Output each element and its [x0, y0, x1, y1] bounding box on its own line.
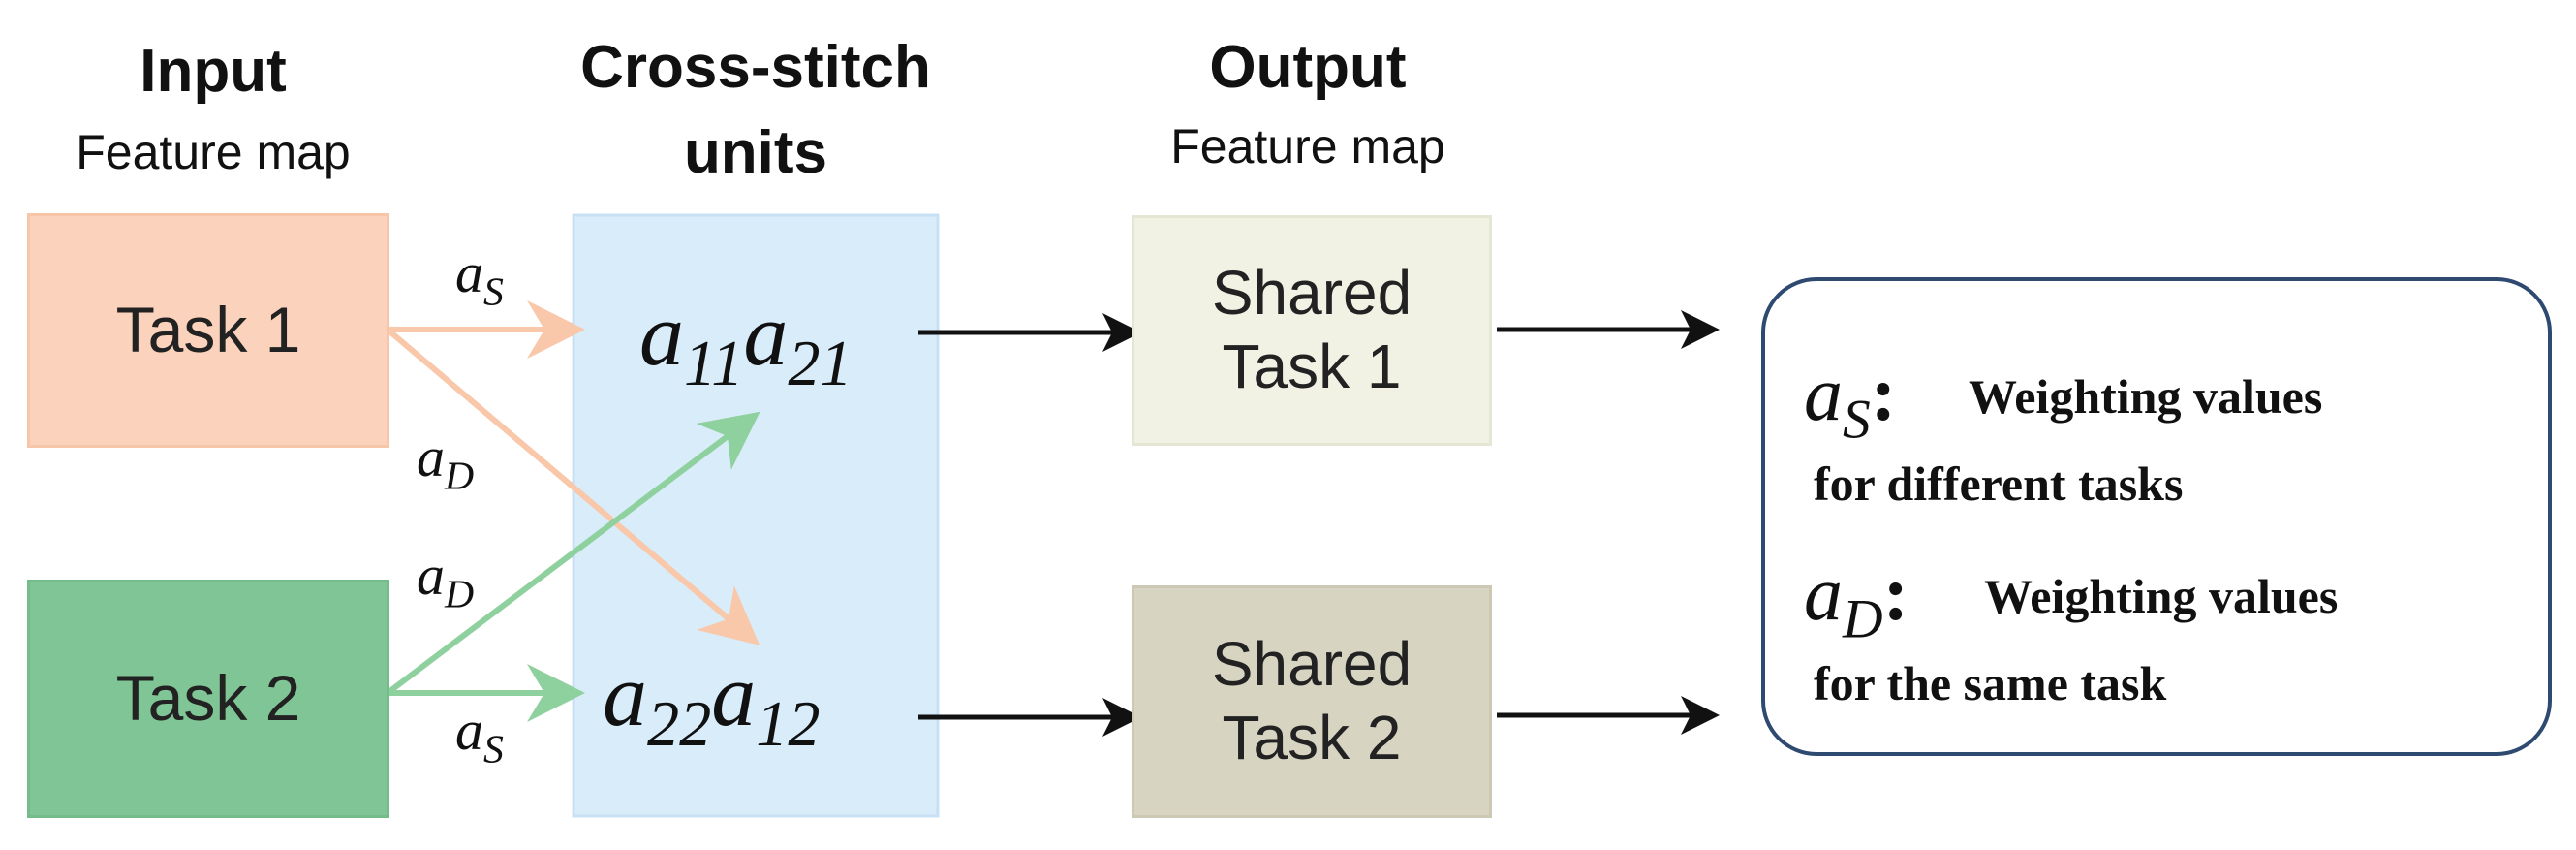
output-subtitle: Feature map	[1170, 119, 1445, 173]
task2-box: Task 2	[27, 580, 389, 818]
shared-task1-box: Shared Task 1	[1132, 215, 1492, 446]
input-title: Input	[140, 38, 287, 105]
arrow-task2-to-a21	[386, 411, 760, 696]
shared-task1-line1: Shared	[1211, 258, 1412, 329]
cross-stitch-title-line1: Cross-stitch	[580, 34, 931, 101]
cross-stitch-title-line2: units	[683, 119, 828, 186]
task1-box: Task 1	[27, 213, 389, 448]
label-ad-top: aD	[417, 425, 475, 499]
arrow-task1-to-a22	[386, 327, 760, 645]
label-ad-bottom: aD	[417, 544, 475, 617]
cross-stitch-box	[572, 213, 940, 818]
legend-as-text-line1: Weighting values	[1969, 369, 2323, 424]
legend-box	[1761, 277, 2552, 756]
shared-task2-line2: Task 2	[1222, 703, 1402, 772]
task2-label: Task 2	[115, 662, 301, 735]
task1-label: Task 1	[115, 294, 301, 366]
output-title: Output	[1209, 34, 1407, 101]
legend-ad-text-line1: Weighting values	[1984, 569, 2339, 623]
label-as-top: aS	[455, 241, 504, 315]
cross-bottom-entries: a22a12	[603, 645, 821, 761]
input-subtitle: Feature map	[76, 125, 351, 179]
shared-task2-box: Shared Task 2	[1132, 585, 1492, 818]
legend-as-symbol: aS:	[1804, 352, 1897, 451]
legend-ad-text-line2: for the same task	[1814, 656, 2167, 710]
shared-task2-line1: Shared	[1211, 629, 1412, 700]
legend-ad-symbol: aD:	[1804, 551, 1909, 650]
label-as-bottom: aS	[455, 699, 504, 772]
legend-as-text-line2: for different tasks	[1814, 456, 2184, 511]
cross-top-entries: a11a21	[639, 285, 853, 400]
shared-task1-line2: Task 1	[1222, 331, 1402, 401]
